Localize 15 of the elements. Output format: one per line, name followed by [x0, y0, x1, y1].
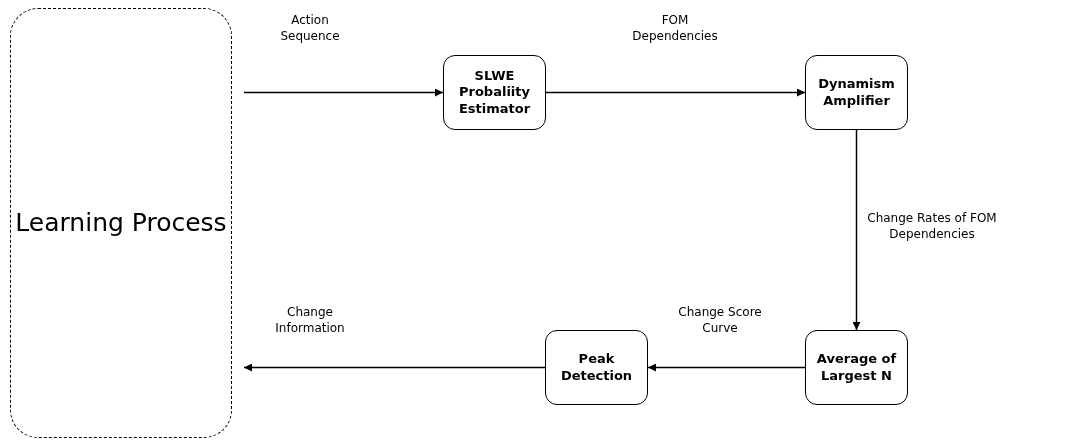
edge-label: FOM Dependencies [631, 12, 719, 45]
process-box: Dynamism Amplifier [805, 55, 908, 130]
arrow [243, 363, 546, 372]
edge-label: Change Information [274, 304, 346, 337]
arrow [647, 363, 806, 372]
process-box: SLWE Probaliity Estimator [443, 55, 546, 130]
edge-label: Change Rates of FOM Dependencies [866, 210, 998, 243]
process-box: Average of Largest N [805, 330, 908, 405]
process-box: Peak Detection [545, 330, 648, 405]
arrow [545, 88, 806, 97]
arrow [852, 129, 861, 331]
edge-label: Action Sequence [279, 12, 341, 45]
edge-label: Change Score Curve [677, 304, 763, 337]
arrow [243, 88, 444, 97]
process-boundary: Learning Process [10, 8, 232, 438]
